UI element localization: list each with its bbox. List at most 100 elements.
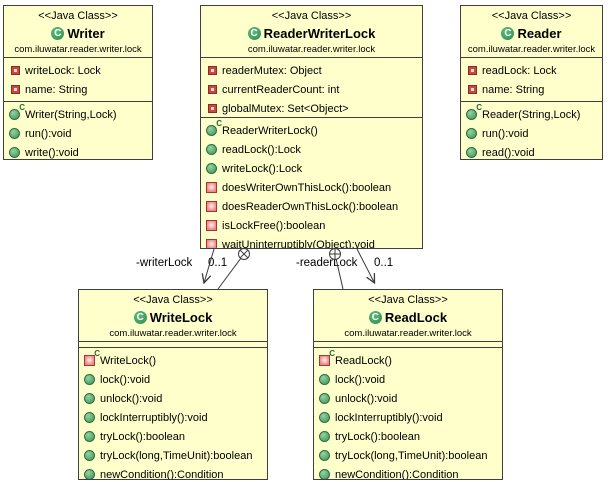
method-row[interactable]: write():void xyxy=(4,143,152,159)
method-row[interactable]: C Writer(String,Lock) xyxy=(4,104,152,124)
field-label: currentReaderCount: int xyxy=(222,83,340,96)
field-row[interactable]: currentReaderCount: int xyxy=(201,80,422,99)
public-method-icon xyxy=(319,450,330,461)
field-row[interactable]: globalMutex: Set<Object> xyxy=(201,99,422,117)
class-header: <<Java Class>> C WriteLock com.iluwatar.… xyxy=(79,290,267,341)
method-row[interactable]: C ReadLock() xyxy=(314,350,502,370)
readerlock-association-edge[interactable] xyxy=(356,248,375,283)
public-method-icon xyxy=(84,450,95,461)
class-readlock[interactable]: <<Java Class>> C ReadLock com.iluwatar.r… xyxy=(313,289,503,480)
private-constructor-icon: C xyxy=(319,350,335,366)
method-row[interactable]: read():void xyxy=(461,143,602,159)
class-writelock[interactable]: <<Java Class>> C WriteLock com.iluwatar.… xyxy=(78,289,268,480)
method-label: readLock():Lock xyxy=(222,143,301,156)
class-readerwriterlock[interactable]: <<Java Class>> C ReaderWriterLock com.il… xyxy=(200,5,423,249)
public-method-icon xyxy=(206,144,217,155)
method-row[interactable]: C ReaderWriterLock() xyxy=(201,120,422,140)
field-row[interactable]: name: String xyxy=(4,80,152,99)
class-header: <<Java Class>> C Reader com.iluwatar.rea… xyxy=(461,6,602,57)
method-label: lockInterruptibly():void xyxy=(335,411,443,424)
java-class-icon: C xyxy=(247,27,261,40)
field-label: name: String xyxy=(25,83,88,96)
method-label: tryLock():boolean xyxy=(100,430,185,443)
method-row[interactable]: unlock():void xyxy=(79,389,267,408)
public-constructor-icon: C xyxy=(206,120,222,136)
method-row[interactable]: tryLock(long,TimeUnit):boolean xyxy=(79,446,267,465)
field-label: readerMutex: Object xyxy=(222,64,322,77)
method-row[interactable]: lock():void xyxy=(314,370,502,389)
method-row[interactable]: lockInterruptibly():void xyxy=(79,408,267,427)
method-row[interactable]: unlock():void xyxy=(314,389,502,408)
method-row[interactable]: lock():void xyxy=(79,370,267,389)
public-method-icon xyxy=(319,431,330,442)
class-writer[interactable]: <<Java Class>> C Writer com.iluwatar.rea… xyxy=(3,5,153,160)
package-name: com.iluwatar.reader.writer.lock xyxy=(467,44,596,55)
method-label: ReadLock() xyxy=(335,354,392,367)
method-label: write():void xyxy=(25,146,79,159)
private-field-icon xyxy=(208,66,217,75)
method-row[interactable]: readLock():Lock xyxy=(201,140,422,159)
public-method-icon xyxy=(206,163,217,174)
nesting-anchor-cross-icon xyxy=(239,249,249,259)
public-method-icon xyxy=(319,469,330,479)
method-row[interactable]: newCondition():Condition xyxy=(314,465,502,479)
method-row[interactable]: waitUninterruptibly(Object):void xyxy=(201,235,422,248)
method-row[interactable]: tryLock():boolean xyxy=(79,427,267,446)
class-header: <<Java Class>> C ReaderWriterLock com.il… xyxy=(201,6,422,57)
method-row[interactable]: newCondition():Condition xyxy=(79,465,267,479)
method-row[interactable]: isLockFree():boolean xyxy=(201,216,422,235)
writerlock-role-label[interactable]: -writerLock xyxy=(136,257,193,269)
java-class-icon: C xyxy=(51,27,65,40)
private-field-icon xyxy=(11,85,20,94)
method-label: lockInterruptibly():void xyxy=(100,411,208,424)
readerlock-role-label[interactable]: -readerLock xyxy=(296,257,358,269)
field-row[interactable]: readerMutex: Object xyxy=(201,61,422,80)
method-row[interactable]: C Reader(String,Lock) xyxy=(461,104,602,124)
methods-compartment: C ReadLock() lock():void unlock():void l… xyxy=(314,347,502,479)
fields-compartment: writeLock: Lock name: String xyxy=(4,57,152,101)
public-method-icon xyxy=(319,393,330,404)
method-label: lock():void xyxy=(100,373,151,386)
public-constructor-icon: C xyxy=(9,104,25,120)
method-row[interactable]: C WriteLock() xyxy=(79,350,267,370)
private-field-icon xyxy=(208,104,217,113)
private-method-icon xyxy=(206,220,217,231)
writerlock-multiplicity-label[interactable]: 0..1 xyxy=(208,257,228,269)
method-label: newCondition():Condition xyxy=(335,468,459,480)
class-header: <<Java Class>> C ReadLock com.iluwatar.r… xyxy=(314,290,502,341)
class-name: Reader xyxy=(517,26,562,41)
method-row[interactable]: run():void xyxy=(4,124,152,143)
method-row[interactable]: run():void xyxy=(461,124,602,143)
field-row[interactable]: readLock: Lock xyxy=(461,61,602,80)
package-name: com.iluwatar.reader.writer.lock xyxy=(344,328,472,339)
field-label: writeLock: Lock xyxy=(25,64,101,77)
method-label: read():void xyxy=(482,146,535,159)
field-row[interactable]: name: String xyxy=(461,80,602,99)
class-name: WriteLock xyxy=(149,310,213,325)
fields-compartment xyxy=(314,341,502,347)
method-row[interactable]: lockInterruptibly():void xyxy=(314,408,502,427)
method-row[interactable]: doesReaderOwnThisLock():boolean xyxy=(201,197,422,216)
method-row[interactable]: writeLock():Lock xyxy=(201,159,422,178)
public-constructor-icon: C xyxy=(466,104,482,120)
method-row[interactable]: tryLock():boolean xyxy=(314,427,502,446)
private-field-icon xyxy=(468,85,477,94)
private-field-icon xyxy=(208,85,217,94)
association-line[interactable] xyxy=(356,248,375,283)
java-class-icon: C xyxy=(501,27,515,40)
method-row[interactable]: tryLock(long,TimeUnit):boolean xyxy=(314,446,502,465)
field-label: name: String xyxy=(482,83,545,96)
fields-compartment xyxy=(79,341,267,347)
class-reader[interactable]: <<Java Class>> C Reader com.iluwatar.rea… xyxy=(460,5,603,160)
method-label: doesReaderOwnThisLock():boolean xyxy=(222,200,399,213)
readerlock-multiplicity-label[interactable]: 0..1 xyxy=(374,257,394,269)
method-label: newCondition():Condition xyxy=(100,468,224,480)
public-method-icon xyxy=(84,374,95,385)
field-row[interactable]: writeLock: Lock xyxy=(4,61,152,80)
nesting-anchor-icon xyxy=(238,248,250,260)
fields-compartment: readLock: Lock name: String xyxy=(461,57,602,101)
fields-compartment: readerMutex: Object currentReaderCount: … xyxy=(201,57,422,117)
method-row[interactable]: doesWriterOwnThisLock():boolean xyxy=(201,178,422,197)
methods-compartment: C ReaderWriterLock() readLock():Lock wri… xyxy=(201,117,422,248)
method-label: tryLock(long,TimeUnit):boolean xyxy=(100,449,253,462)
